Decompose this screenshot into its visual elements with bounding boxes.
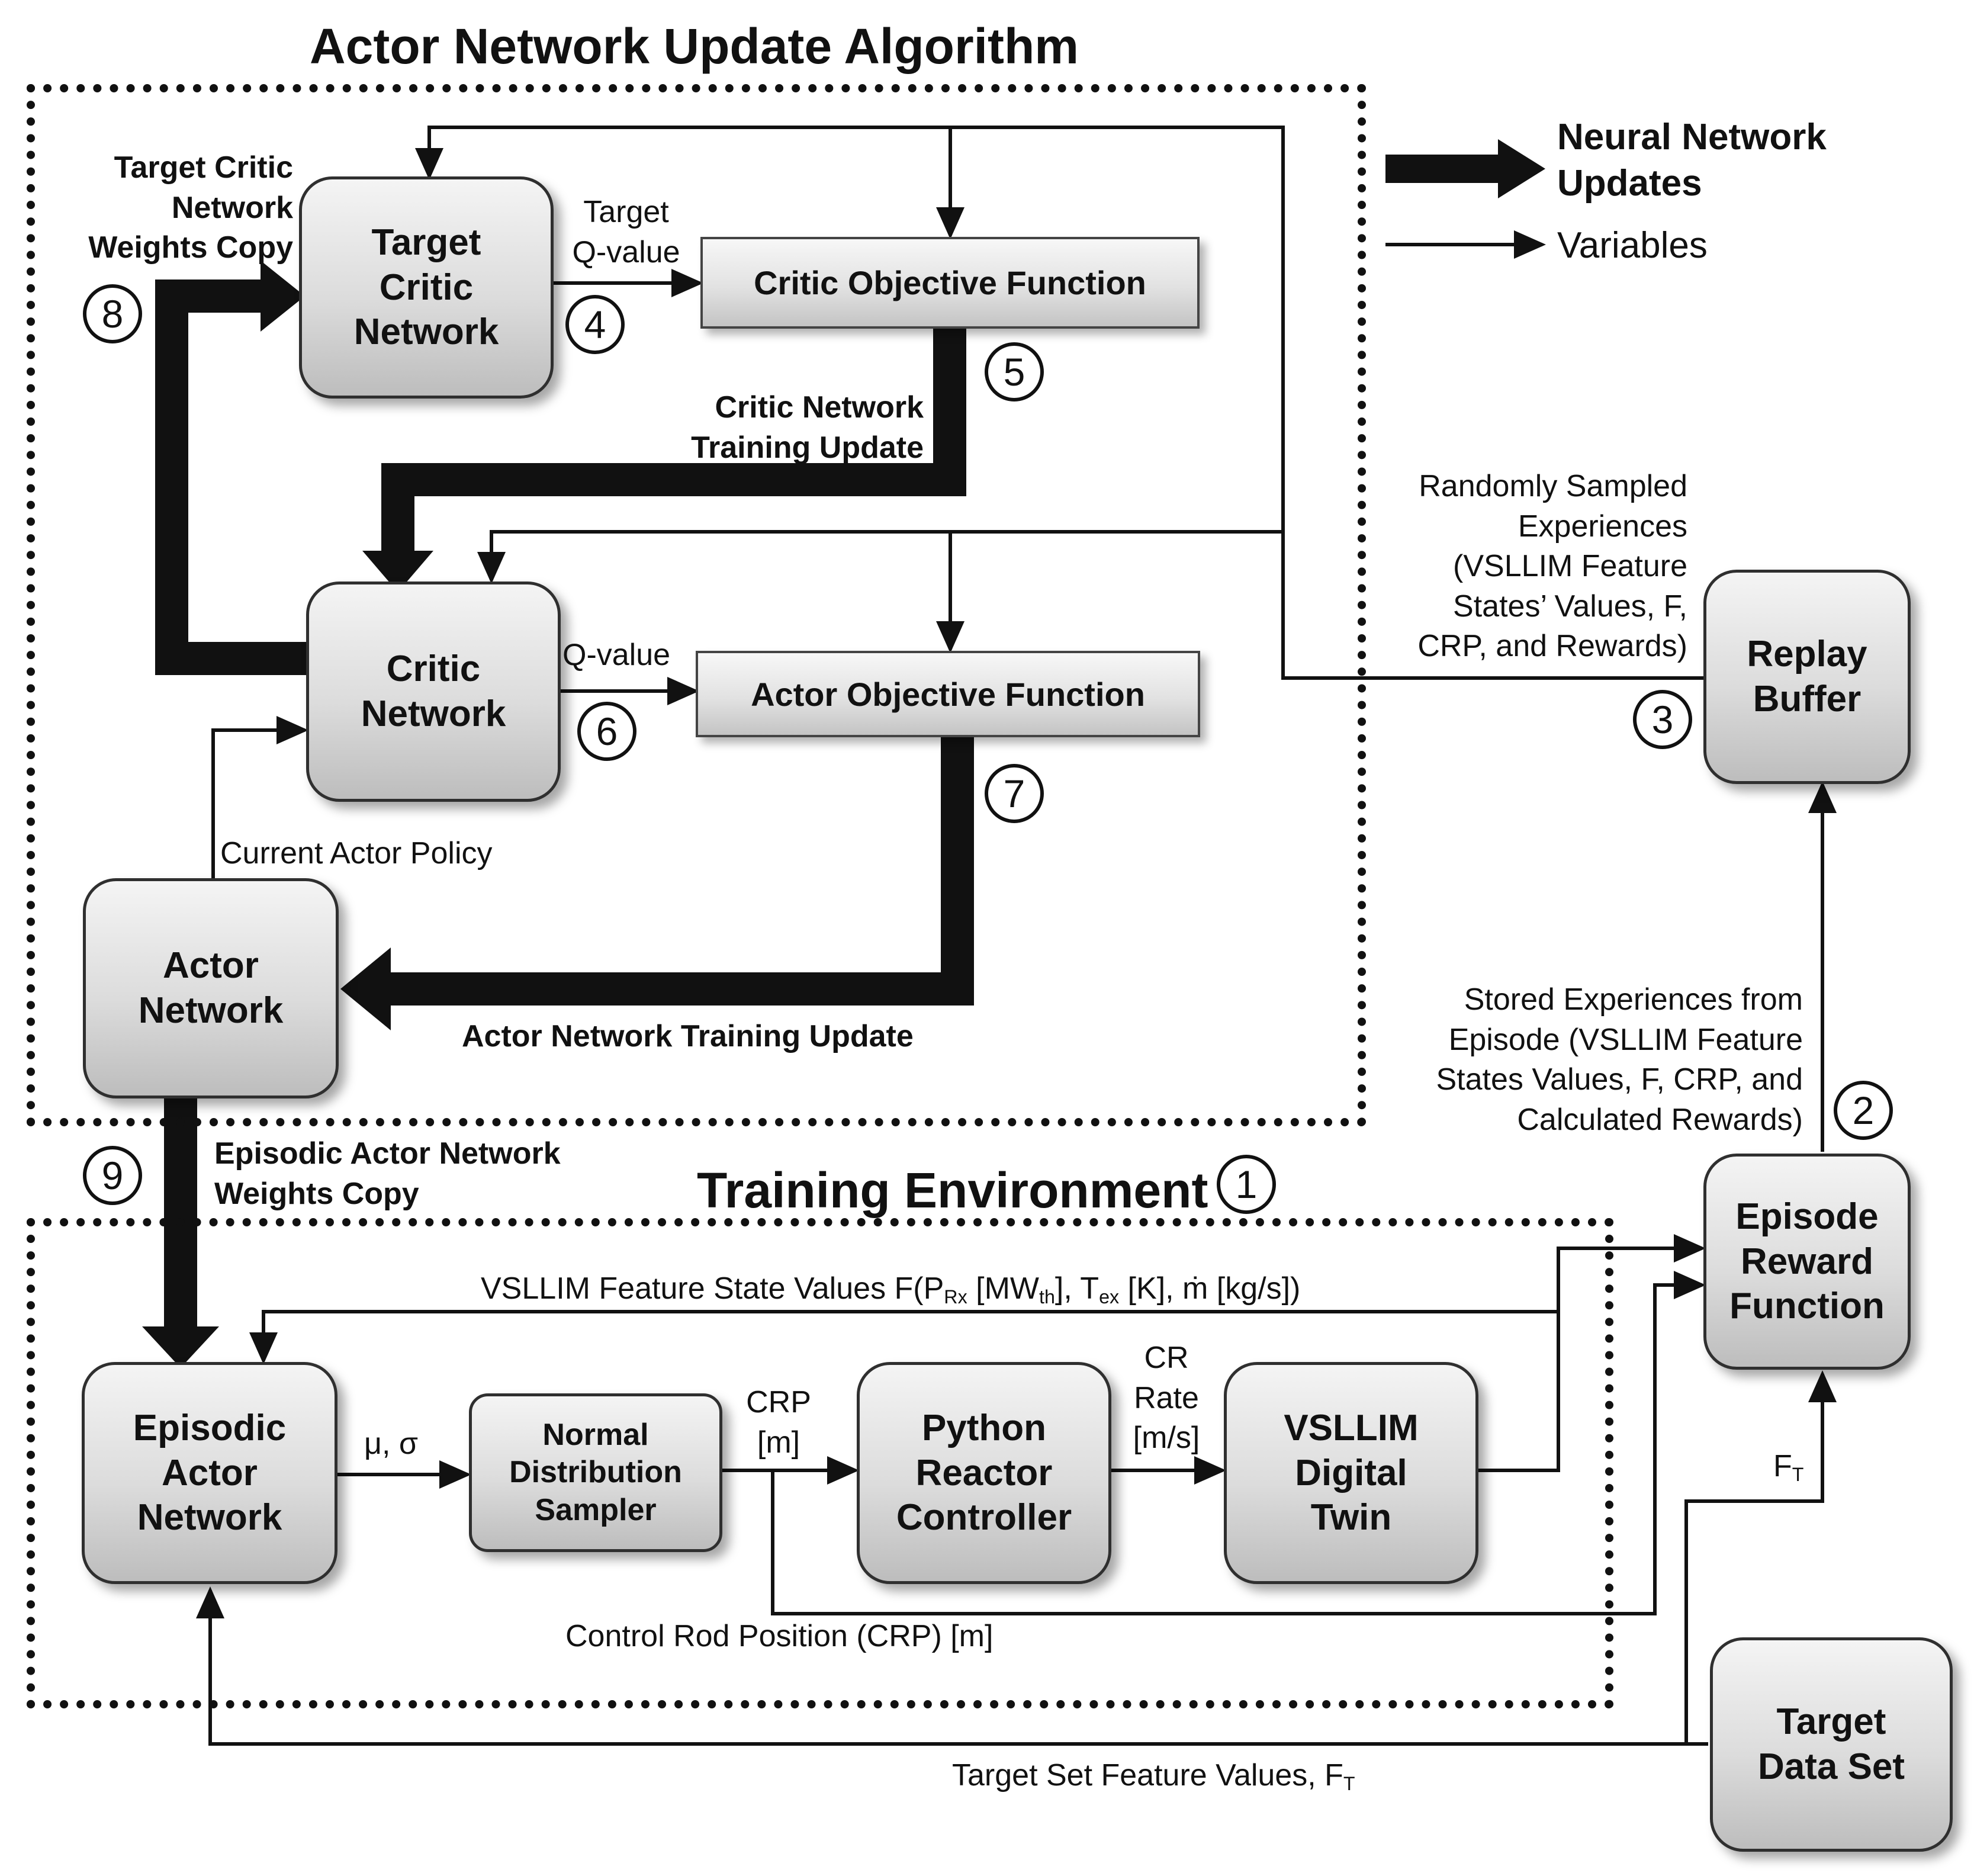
legend-variables-label: Variables: [1557, 225, 1708, 266]
step-2-marker: 2: [1834, 1081, 1893, 1140]
feature-state-feedback-arrow: [249, 1310, 1558, 1364]
actor-objective-function-box: Actor Objective Function: [696, 651, 1200, 737]
legend-updates-label: Neural Network Updates: [1557, 117, 1827, 204]
step-7-marker: 7: [985, 764, 1044, 823]
target-critic-copy-arrow: [155, 280, 308, 675]
step-4-marker: 4: [565, 295, 625, 354]
ft-to-reward-arrow: [1684, 1370, 1837, 1744]
step-8-marker: 8: [83, 284, 142, 343]
target-data-set-node: Target Data Set: [1710, 1637, 1953, 1852]
replay-buffer-node: Replay Buffer: [1703, 570, 1911, 784]
cr-rate-label: CR Rate [m/s]: [1133, 1341, 1200, 1456]
top-loop-to-target-critic: [415, 126, 1285, 678]
legend-thick-head: [1498, 139, 1545, 198]
critic-training-update-label: Critic Network Training Update: [691, 390, 924, 465]
target-critic-network-node: Target Critic Network: [299, 176, 554, 399]
actor-network-node: Actor Network: [83, 878, 339, 1098]
step-3-marker: 3: [1633, 690, 1692, 749]
python-reactor-controller-node: Python Reactor Controller: [857, 1362, 1111, 1584]
step-9-marker: 9: [83, 1146, 142, 1205]
target-critic-copy-label: Target Critic Network Weights Copy: [88, 150, 293, 265]
episode-reward-function-node: Episode Reward Function: [1703, 1154, 1911, 1370]
critic-network-node: Critic Network: [306, 582, 561, 802]
critic-training-update-arrow: [381, 329, 966, 557]
target-set-feature-label: Target Set Feature Values, FT: [952, 1758, 1355, 1795]
critic-objective-function-box: Critic Objective Function: [700, 237, 1200, 329]
episodic-copy-head: [142, 1326, 219, 1368]
crp-label: CRP [m]: [746, 1385, 811, 1460]
step-6-marker: 6: [577, 702, 636, 761]
q-value-label: Q-value: [562, 638, 671, 672]
actor-update-title: Actor Network Update Algorithm: [310, 18, 1079, 74]
actor-training-update-arrow: [385, 737, 974, 1006]
target-q-label: Target Q-value: [572, 195, 680, 269]
stored-experiences-label: Stored Experiences from Episode (VSLLIM …: [1436, 982, 1803, 1137]
normal-distribution-sampler-node: Normal Distribution Sampler: [469, 1393, 722, 1552]
episodic-copy-label: Episodic Actor Network Weights Copy: [214, 1136, 561, 1211]
target-to-episodic-actor-arrow: [196, 1586, 1708, 1746]
step-5-marker: 5: [985, 342, 1044, 401]
target-critic-copy-head: [261, 261, 305, 332]
current-actor-policy-label: Current Actor Policy: [220, 836, 493, 870]
twin-to-reward-arrow: [1478, 1234, 1706, 1472]
mu-sigma-label: μ, σ: [364, 1427, 418, 1461]
randomly-sampled-label: Randomly Sampled Experiences (VSLLIM Fea…: [1417, 469, 1687, 664]
vsllim-digital-twin-node: VSLLIM Digital Twin: [1224, 1362, 1478, 1584]
training-env-frame: [27, 1218, 1613, 1708]
step-1-marker: 1: [1217, 1155, 1276, 1214]
crp-to-reward-arrow: [771, 1271, 1706, 1615]
vsllim-feature-state-label: VSLLIM Feature State Values F(PRx [MWth]…: [481, 1271, 1301, 1308]
replay-to-critic: [477, 530, 1703, 680]
ft-label: FT: [1773, 1449, 1804, 1486]
current-policy-arrow: [211, 716, 308, 878]
critic-training-update-head: [362, 551, 433, 592]
episodic-actor-network-node: Episodic Actor Network: [82, 1362, 337, 1584]
actor-training-update-head: [340, 947, 391, 1030]
training-env-title: Training Environment: [697, 1162, 1208, 1218]
actor-update-frame: [27, 84, 1366, 1126]
control-rod-position-label: Control Rod Position (CRP) [m]: [565, 1619, 994, 1653]
actor-training-update-label: Actor Network Training Update: [462, 1019, 914, 1053]
